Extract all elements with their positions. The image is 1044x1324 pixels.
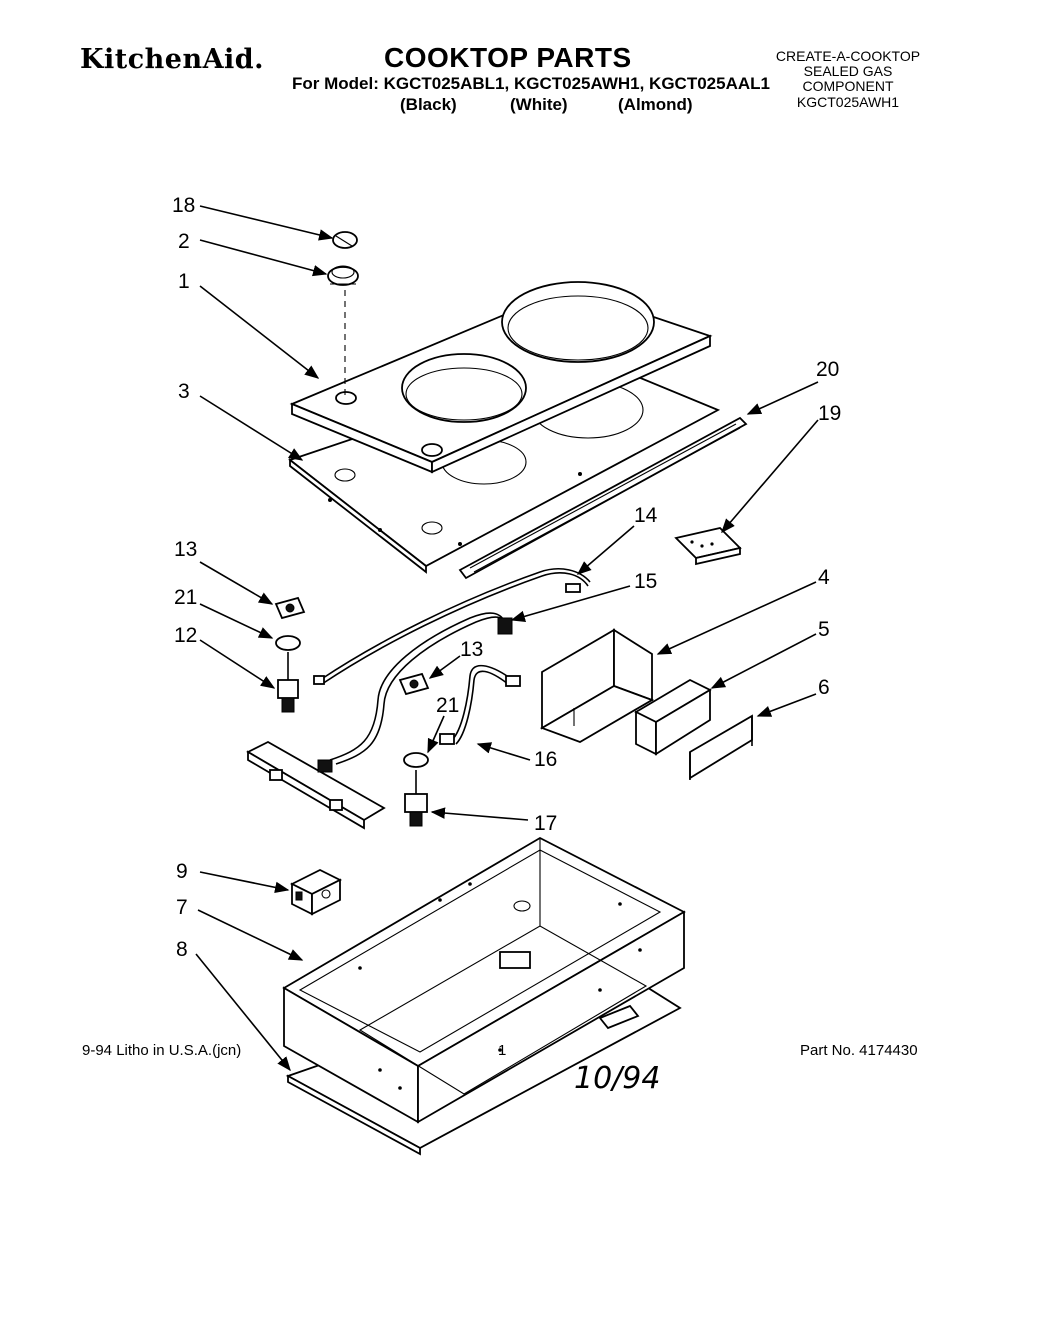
callout-21: 21 [174,586,197,609]
footer-litho: 9-94 Litho in U.S.A.(jcn) [82,1042,242,1059]
part-7-lower-box [282,836,686,1124]
callout-4: 4 [818,566,830,589]
footer-part-number: Part No. 4174430 [800,1042,918,1059]
brand-logo: KitchenAid. [80,44,265,75]
callout-19: 19 [818,402,841,425]
part-12-valve [277,652,299,713]
handwritten-date: 10/94 [574,1061,660,1096]
callout-1: 1 [178,270,190,293]
color-black-label: (Black) [400,95,457,114]
part-15-main-tube [329,612,513,765]
callout-7: 7 [176,896,188,919]
model-line: For Model: KGCT025ABL1, KGCT025AWH1, KGC… [292,74,770,93]
callout-14: 14 [634,504,658,527]
callout-8: 8 [176,938,188,961]
part-1-top-plate [289,281,713,474]
part-17-valve [404,770,428,827]
callout-13: 13 [460,638,483,661]
part-13-valve-bracket-left [274,596,306,620]
callout-20: 20 [816,358,839,381]
part-6-plate [689,714,753,780]
component-line-1: CREATE-A-COOKTOP [775,48,921,64]
part-9-switch [289,868,343,916]
part-21-washer-right [403,752,429,768]
component-line-3: COMPONENT [802,78,894,94]
component-line-2: SEALED GAS [803,63,893,79]
part-5-cover [634,678,712,756]
component-line-4: KGCT025AWH1 [796,94,900,110]
part-14-gas-tube [313,568,591,685]
part-20-trim-rail [458,416,748,580]
color-almond-label: (Almond) [618,95,693,114]
callout-15: 15 [634,570,657,593]
part-2-burner-ring [327,265,359,286]
callout-numbers: 18 2 1 3 20 19 14 15 13 21 12 4 5 6 13 2… [172,194,841,961]
callout-13: 13 [174,538,197,561]
callout-9: 9 [176,860,188,883]
callout-3: 3 [178,380,190,403]
callout-2: 2 [178,230,190,253]
color-white-label: (White) [510,95,568,114]
callout-21: 21 [436,694,459,717]
page-title: COOKTOP PARTS [384,42,632,73]
callout-12: 12 [174,624,197,647]
callout-16: 16 [534,748,557,771]
callout-6: 6 [818,676,830,699]
callout-18: 18 [172,194,195,217]
footer-page-number: 1 [498,1042,507,1059]
manifold-bracket [246,740,386,830]
part-13-valve-bracket-right [398,672,430,696]
callout-5: 5 [818,618,830,641]
part-18-knob-cap [332,231,358,249]
part-16-tube [439,664,521,745]
callout-17: 17 [534,812,557,835]
part-4-bracket-housing [539,628,655,743]
part-19-bracket [674,527,742,566]
part-21-washer-left [275,635,301,651]
leader-lines [195,205,819,1072]
